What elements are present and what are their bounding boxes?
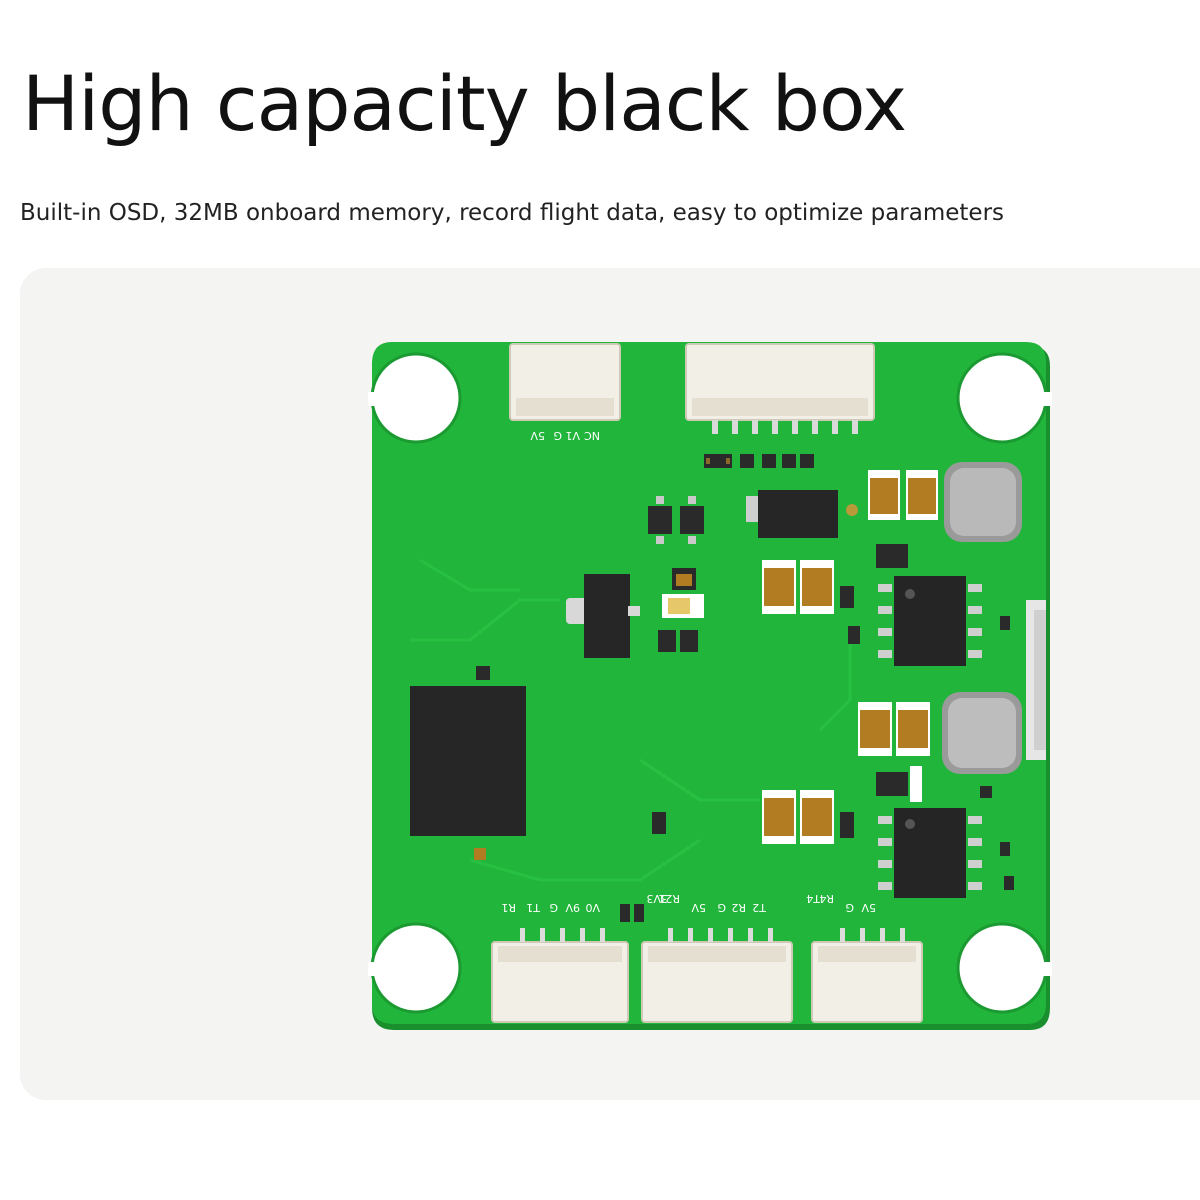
connector-bottom-middle (641, 928, 793, 1023)
transistor (566, 574, 640, 658)
label-nc-top: NC (584, 429, 600, 442)
label-3v3: 3V3 (646, 892, 668, 905)
pcb-body (372, 342, 1046, 1024)
label-g-left: G (549, 901, 558, 914)
label-t2: T2 (752, 901, 767, 914)
label-5v-right: 5V (861, 901, 876, 914)
label-g-mid: G (717, 901, 726, 914)
top-connector-labels: 5V G V1 NC (530, 429, 600, 442)
label-v1-top: V1 (565, 429, 580, 442)
connector-bottom-right (811, 928, 923, 1023)
label-g-top: G (553, 429, 562, 442)
inductor-middle (942, 692, 1022, 774)
connector-bottom-left (491, 928, 629, 1023)
label-t4: T4 (806, 892, 821, 905)
mounting-hole-bottom-right (956, 922, 1052, 1014)
mounting-hole-top-left (368, 352, 462, 444)
label-5v-top: 5V (530, 429, 545, 442)
driver-chip-lower (878, 808, 982, 898)
page-subtitle: Built-in OSD, 32MB onboard memory, recor… (20, 200, 1005, 226)
capacitors-middle (762, 560, 930, 844)
label-g-right: G (845, 901, 854, 914)
label-5v-mid: 5V (691, 901, 706, 914)
label-t1: T1 (526, 901, 541, 914)
label-9v: 9V (565, 901, 580, 914)
voltage-regulator (746, 490, 858, 538)
connector-top-small (509, 343, 621, 421)
label-r1: R1 (501, 901, 516, 914)
label-r2: R2 (731, 901, 746, 914)
flash-memory-chip (410, 686, 526, 836)
mounting-hole-top-right (956, 352, 1052, 444)
bottom-left-connector-labels: R1 T1 G 9V V0 (501, 901, 600, 914)
inductor-top (944, 462, 1022, 542)
label-r4: R4 (819, 892, 834, 905)
bottom-right-connector-labels: R4 T4 G 5V (806, 892, 876, 914)
capacitors-top (868, 470, 938, 520)
page-title: High capacity black box (22, 59, 907, 148)
connector-top-large (685, 343, 875, 434)
sot-components (648, 496, 704, 544)
driver-chip-upper (878, 576, 982, 666)
usb-port (1026, 600, 1046, 760)
label-v0: V0 (585, 901, 600, 914)
bottom-middle-connector-labels: R21 3V3 5V G R2 T2 (646, 892, 767, 914)
label-r21: R21 (658, 892, 680, 905)
mounting-hole-bottom-left (368, 922, 462, 1014)
